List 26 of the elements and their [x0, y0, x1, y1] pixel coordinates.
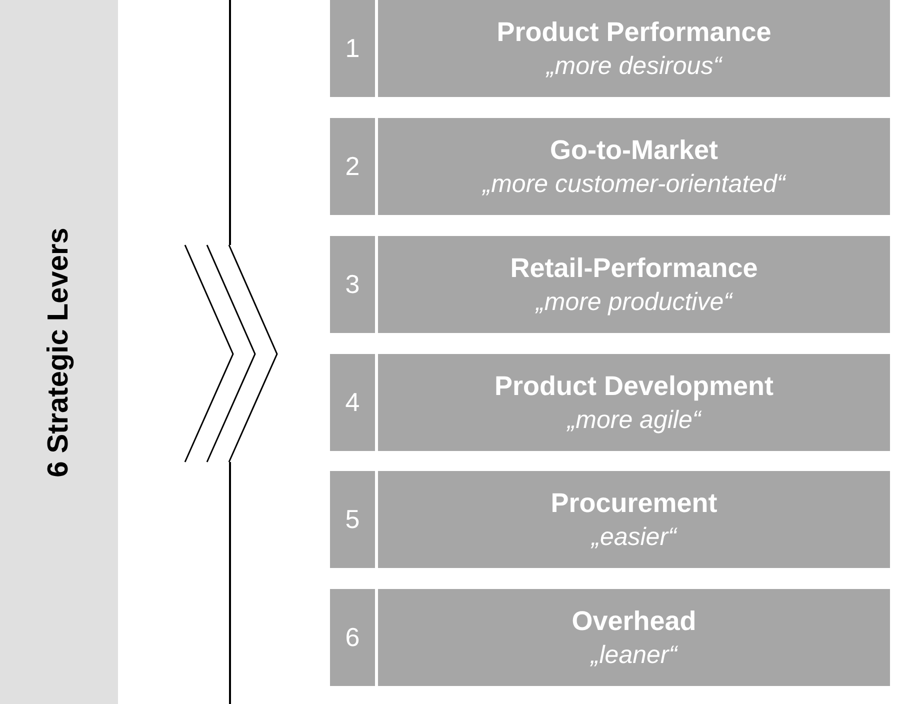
lever-box [378, 236, 890, 333]
lever-title: Retail-Performance [510, 252, 758, 285]
number-box: 5 [330, 471, 375, 568]
band-title: 6 Strategic Levers [42, 227, 76, 477]
number-box: 6 [330, 589, 375, 686]
lever-subtitle: „more desirous“ [546, 50, 722, 82]
lever-box [378, 589, 890, 686]
number-box: 3 [330, 236, 375, 333]
lever-title: Procurement [550, 486, 718, 520]
lever-box [378, 0, 890, 97]
number-box: 2 [330, 118, 375, 215]
lever-subtitle: „leaner“ [590, 640, 678, 671]
lever-box [378, 354, 890, 451]
lever-subtitle: „easier“ [592, 522, 676, 553]
lever-subtitle: „more agile“ [567, 404, 701, 436]
lever-title: Go-to-Market [550, 134, 718, 167]
lever-title: Overhead [572, 604, 696, 638]
number-box: 4 [330, 354, 375, 451]
lever-title: Product Development [494, 370, 774, 403]
side-band [0, 0, 118, 704]
lever-subtitle: „more productive“ [536, 286, 732, 318]
lever-box [378, 118, 890, 215]
number-box: 1 [330, 0, 375, 97]
lever-subtitle: „more customer-orientated“ [482, 168, 786, 200]
lever-title: Product Performance [496, 16, 772, 49]
lever-box [378, 471, 890, 568]
